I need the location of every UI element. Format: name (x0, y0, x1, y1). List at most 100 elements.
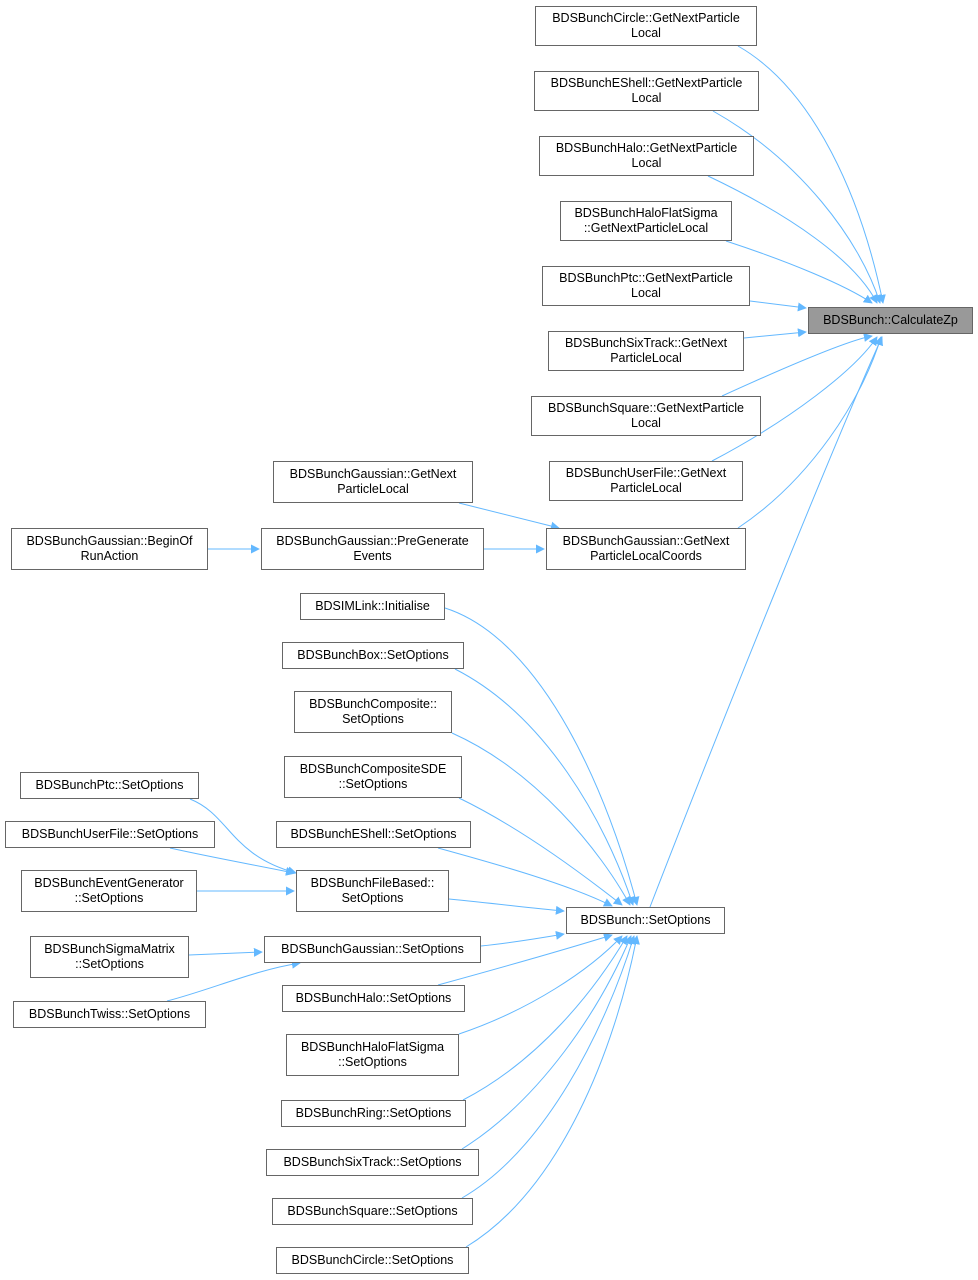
node-label-line: BDSBunchSixTrack::GetNext (564, 336, 728, 350)
node-label-line: BDSBunchEShell::SetOptions (290, 827, 457, 841)
node-label-line: ::SetOptions (338, 777, 408, 791)
node-label-line: BDSBunchSixTrack::SetOptions (283, 1155, 462, 1169)
node-sigmamatrix_so[interactable]: BDSBunchSigmaMatrix::SetOptions (30, 936, 189, 978)
node-haloflat_gnpl[interactable]: BDSBunchHaloFlatSigma::GetNextParticleLo… (560, 201, 732, 241)
node-label-line: BDSBunchGaussian::BeginOf (26, 534, 193, 548)
edge-ring_so-to-setoptions (462, 935, 628, 1101)
node-filebased_so[interactable]: BDSBunchFileBased::SetOptions (296, 870, 449, 912)
node-label-line: BDSBunchUserFile::GetNext (565, 466, 727, 480)
node-label-line: Events (353, 549, 392, 563)
node-label-line: RunAction (80, 549, 139, 563)
node-box_so[interactable]: BDSBunchBox::SetOptions (282, 642, 464, 669)
edge-gauss_so-to-setoptions (480, 930, 565, 947)
node-compositesde_so[interactable]: BDSBunchCompositeSDE::SetOptions (284, 756, 462, 798)
edge-composite_so-to-setoptions (451, 732, 631, 906)
node-simlink_init[interactable]: BDSIMLink::Initialise (300, 593, 445, 620)
edge-sigmamatrix_so-to-gauss_so (188, 947, 263, 957)
edge-twiss_so-to-gauss_so (166, 959, 301, 1002)
edge-circle_gnpl-to-calczp (737, 45, 886, 304)
node-label-line: Local (631, 416, 661, 430)
node-label-line: BDSBunchSigmaMatrix (44, 942, 175, 956)
edge-sixtrack_gnpl-to-calczp (743, 328, 807, 339)
node-composite_so[interactable]: BDSBunchComposite::SetOptions (294, 691, 452, 733)
edge-square_gnpl-to-calczp (721, 333, 873, 397)
node-label-line: ::SetOptions (74, 891, 144, 905)
node-label-line: BDSBunchEShell::GetNextParticle (550, 76, 743, 90)
node-gauss_so[interactable]: BDSBunchGaussian::SetOptions (264, 936, 481, 963)
edge-halo_so-to-setoptions (437, 933, 613, 986)
node-label-line: Local (631, 286, 661, 300)
node-label-line: Local (631, 26, 661, 40)
node-label-line: SetOptions (342, 712, 404, 726)
node-label-line: Local (631, 156, 662, 170)
edge-filebased_so-to-setoptions (448, 898, 565, 915)
node-label-line: BDSBunchSquare::GetNextParticle (548, 401, 744, 415)
node-circle_so[interactable]: BDSBunchCircle::SetOptions (276, 1247, 469, 1274)
node-label-line: BDSBunchTwiss::SetOptions (28, 1007, 191, 1021)
node-haloflat_so[interactable]: BDSBunchHaloFlatSigma::SetOptions (286, 1034, 459, 1076)
edge-userfile_so-to-filebased_so (169, 847, 295, 876)
node-label-line: ParticleLocal (610, 481, 682, 495)
edge-eshell_so-to-setoptions (437, 847, 613, 907)
node-ring_so[interactable]: BDSBunchRing::SetOptions (281, 1100, 466, 1127)
node-label-line: BDSBunchRing::SetOptions (295, 1106, 452, 1120)
node-eshell_so[interactable]: BDSBunchEShell::SetOptions (276, 821, 471, 848)
edge-simlink_init-to-setoptions (444, 607, 640, 906)
edge-ptc_gnpl-to-calczp (749, 300, 807, 312)
node-label-line: BDSBunchGaussian::SetOptions (281, 942, 464, 956)
node-userfile_so[interactable]: BDSBunchUserFile::SetOptions (5, 821, 215, 848)
node-label-line: SetOptions (341, 891, 404, 905)
node-label-line: BDSBunchHalo::SetOptions (295, 991, 452, 1005)
node-label-line: BDSBunch::SetOptions (580, 913, 711, 927)
edge-compositesde_so-to-setoptions (458, 797, 623, 906)
node-halo_so[interactable]: BDSBunchHalo::SetOptions (282, 985, 465, 1012)
edge-eshell_gnpl-to-calczp (712, 110, 882, 304)
node-label-line: BDSBunchGaussian::PreGenerate (276, 534, 469, 548)
node-label-line: BDSIMLink::Initialise (315, 599, 430, 613)
node-sixtrack_so[interactable]: BDSBunchSixTrack::SetOptions (266, 1149, 479, 1176)
node-label-line: BDSBunchEventGenerator (34, 876, 184, 890)
node-label-line: BDSBunchBox::SetOptions (297, 648, 449, 662)
node-setoptions[interactable]: BDSBunch::SetOptions (566, 907, 725, 934)
node-eventgen_so[interactable]: BDSBunchEventGenerator::SetOptions (21, 870, 197, 912)
node-label-line: BDSBunchPtc::GetNextParticle (559, 271, 733, 285)
edge-setoptions-to-calczp (649, 336, 883, 908)
node-label-line: BDSBunchHaloFlatSigma (300, 1040, 445, 1054)
edge-gauss_gnplc-to-calczp (737, 336, 883, 529)
edge-userfile_gnpl-to-calczp (711, 336, 878, 462)
node-label-line: Local (631, 91, 662, 105)
edge-haloflat_gnpl-to-calczp (725, 240, 873, 304)
node-label-line: BDSBunchCircle::GetNextParticle (552, 11, 740, 25)
node-square_so[interactable]: BDSBunchSquare::SetOptions (272, 1198, 473, 1225)
node-label-line: BDSBunchHaloFlatSigma (574, 206, 718, 220)
node-label-line: ::SetOptions (75, 957, 144, 971)
node-label-line: BDSBunchFileBased:: (310, 876, 435, 890)
node-calczp: BDSBunch::CalculateZp (808, 307, 973, 334)
edge-halo_gnpl-to-calczp (707, 175, 878, 304)
edge-haloflat_so-to-setoptions (458, 935, 623, 1035)
node-label-line: BDSBunchHalo::GetNextParticle (555, 141, 738, 155)
node-label-line: BDSBunchGaussian::GetNext (289, 467, 457, 481)
node-twiss_so[interactable]: BDSBunchTwiss::SetOptions (13, 1001, 206, 1028)
node-label-line: BDSBunchCircle::SetOptions (291, 1253, 454, 1267)
node-label-line: BDSBunchCompositeSDE (299, 762, 447, 776)
node-label-line: BDSBunch::CalculateZp (823, 313, 958, 327)
node-label-line: ::SetOptions (338, 1055, 407, 1069)
node-ptc_so[interactable]: BDSBunchPtc::SetOptions (20, 772, 199, 799)
node-label-line: ::GetNextParticleLocal (583, 221, 709, 235)
node-label-line: BDSBunchGaussian::GetNext (562, 534, 730, 548)
node-label-line: BDSBunchPtc::SetOptions (35, 778, 184, 792)
node-label-line: ParticleLocalCoords (590, 549, 702, 563)
